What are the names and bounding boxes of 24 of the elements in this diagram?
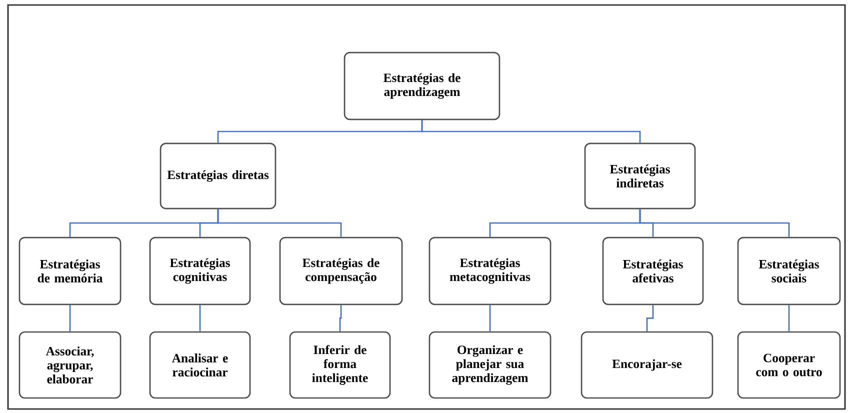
connector <box>421 120 641 143</box>
box: Associar, agrupar, elaborar <box>18 331 122 399</box>
box: Organizar e planejar sua aprendizagem <box>428 331 552 399</box>
connector <box>489 305 491 332</box>
box: Cooperar com o outro <box>737 331 841 399</box>
box: Inferir de forma inteligente <box>289 331 391 399</box>
box: Estratégias diretas <box>160 142 276 210</box>
box: Estratégias sociais <box>737 236 841 306</box>
connector <box>639 209 790 237</box>
box: Estratégias indiretas <box>584 142 696 210</box>
box: Estratégias de compensação <box>279 236 403 306</box>
box: Estratégias afetivas <box>602 236 704 306</box>
box: Estratégias de memória <box>18 236 122 306</box>
connector <box>69 305 71 332</box>
connector <box>339 305 342 332</box>
connector <box>199 305 201 332</box>
connector <box>788 305 790 332</box>
box: Analisar e raciocinar <box>149 331 251 399</box>
box: Estratégias de aprendizagem <box>344 52 500 120</box>
connector <box>646 305 654 332</box>
box: Estratégias metacognitivas <box>428 236 552 306</box>
box: Estratégias cognitivas <box>149 236 251 306</box>
box: Encorajar-se <box>580 331 714 399</box>
connector <box>217 209 342 237</box>
